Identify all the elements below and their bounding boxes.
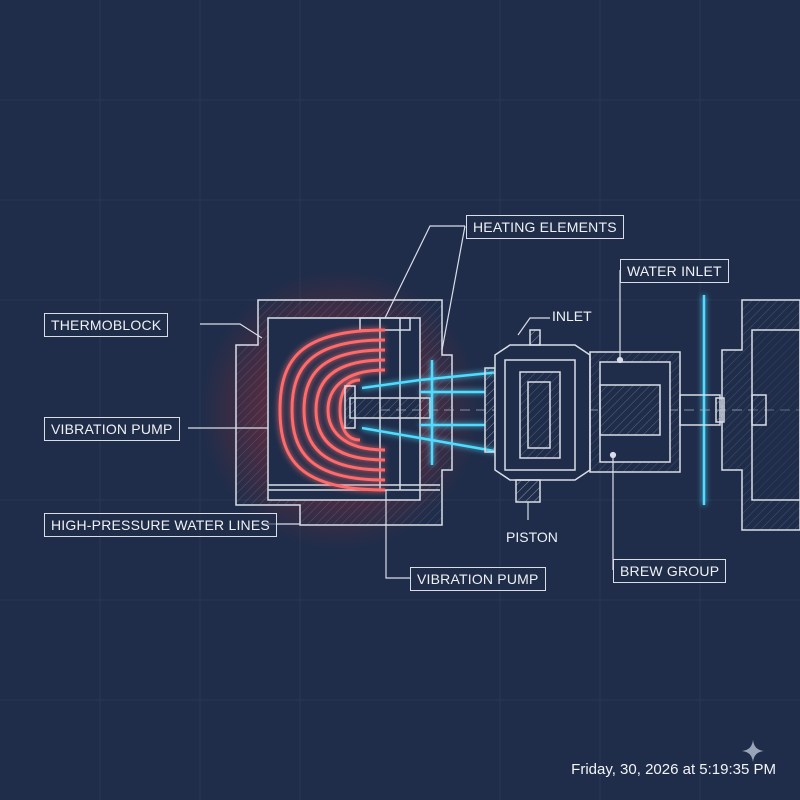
timestamp: Friday, 30, 2026 at 5:19:35 PM <box>571 761 776 778</box>
thermoblock-label: THERMOBLOCK <box>44 313 169 337</box>
water-inlet-label: WATER INLET <box>620 259 729 283</box>
vibration-pump-label-left: VIBRATION PUMP <box>44 417 180 441</box>
sparkle-icon <box>742 740 764 762</box>
heating-coils <box>278 328 386 492</box>
heating-elements-label: HEATING ELEMENTS <box>466 215 624 239</box>
water-flow-lines <box>361 295 706 505</box>
brew-group-body <box>589 351 725 473</box>
leader-lines <box>188 225 624 579</box>
piston-label: PISTON <box>506 529 558 545</box>
inner-piston <box>344 385 431 429</box>
inlet-label: INLET <box>552 308 592 324</box>
pump-body <box>484 329 591 503</box>
brew-group-label: BREW GROUP <box>613 559 727 583</box>
high-pressure-water-lines-label: HIGH-PRESSURE WATER LINES <box>44 513 277 537</box>
vibration-pump-label-bottom: VIBRATION PUMP <box>410 567 546 591</box>
right-housing <box>721 299 800 531</box>
